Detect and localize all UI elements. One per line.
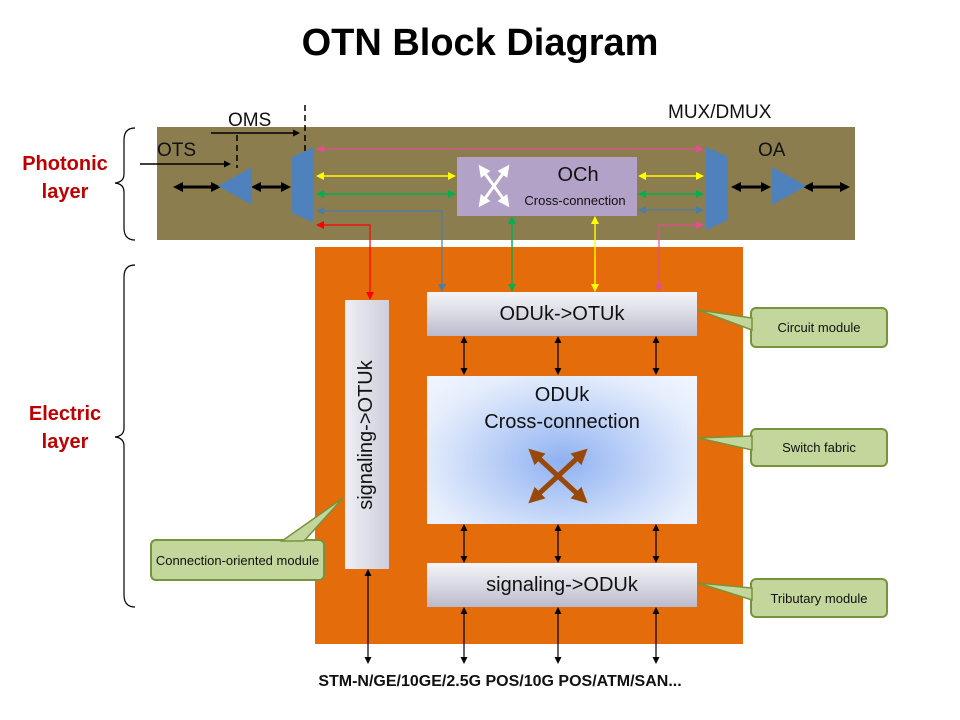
callout-switch-pointer bbox=[697, 435, 753, 451]
diagram-title: OTN Block Diagram bbox=[301, 22, 659, 64]
callout-switch-fabric: Switch fabric bbox=[750, 428, 888, 467]
callout-switch-text: Switch fabric bbox=[782, 440, 856, 455]
oduk-otuk-block: ODUk->OTUk bbox=[427, 292, 697, 336]
callout-tributary-text: Tributary module bbox=[770, 590, 868, 606]
red-drop-line bbox=[316, 221, 374, 300]
callout-connection-pointer bbox=[279, 497, 344, 542]
client-signals-label: STM-N/GE/10GE/2.5G POS/10G POS/ATM/SAN..… bbox=[318, 673, 682, 690]
steel-drop-line bbox=[316, 207, 446, 292]
electric-layer-label: Electric layer bbox=[28, 403, 102, 453]
callout-circuit-pointer bbox=[697, 309, 753, 332]
signaling-oduk-label: signaling->ODUk bbox=[486, 573, 638, 596]
photonic-layer-brace bbox=[114, 127, 136, 241]
callout-connection-oriented-module: Connection-oriented module bbox=[150, 539, 325, 581]
mux-dmux-label: MUX/DMUX bbox=[668, 102, 772, 123]
callout-connection-text: Connection-oriented module bbox=[155, 552, 320, 568]
photonic-layer-label: Photonic layer bbox=[22, 153, 108, 203]
callout-circuit-module: Circuit module bbox=[750, 307, 888, 348]
oduk-otuk-label: ODUk->OTUk bbox=[499, 302, 625, 325]
ots-label: OTS bbox=[157, 140, 197, 161]
left-mux-icon bbox=[292, 147, 314, 223]
right-mux-icon bbox=[706, 147, 728, 230]
signaling-oduk-block: signaling->ODUk bbox=[427, 563, 697, 607]
magenta-drop-line bbox=[655, 221, 704, 292]
oa-label: OA bbox=[758, 140, 786, 161]
electric-layer-brace bbox=[114, 264, 136, 608]
callout-tributary-module: Tributary module bbox=[750, 578, 888, 618]
right-amplifier-icon bbox=[772, 167, 806, 205]
left-amplifier-icon bbox=[218, 167, 252, 205]
oduk-cross-sublabel: Cross-connection bbox=[484, 411, 640, 433]
och-sublabel: Cross-connection bbox=[524, 193, 626, 208]
oduk-cross-arrow-2 bbox=[528, 448, 588, 504]
oduk-cross-label: ODUk bbox=[534, 384, 590, 406]
oms-label: OMS bbox=[228, 110, 272, 131]
och-label: OCh bbox=[557, 164, 599, 186]
callout-tributary-pointer bbox=[697, 582, 753, 602]
callout-circuit-text: Circuit module bbox=[777, 320, 861, 335]
och-cross-arrow-2 bbox=[478, 164, 510, 208]
signaling-otuk-block bbox=[345, 300, 389, 569]
oduk-cross-text: ODUk Cross-connection bbox=[427, 382, 697, 436]
